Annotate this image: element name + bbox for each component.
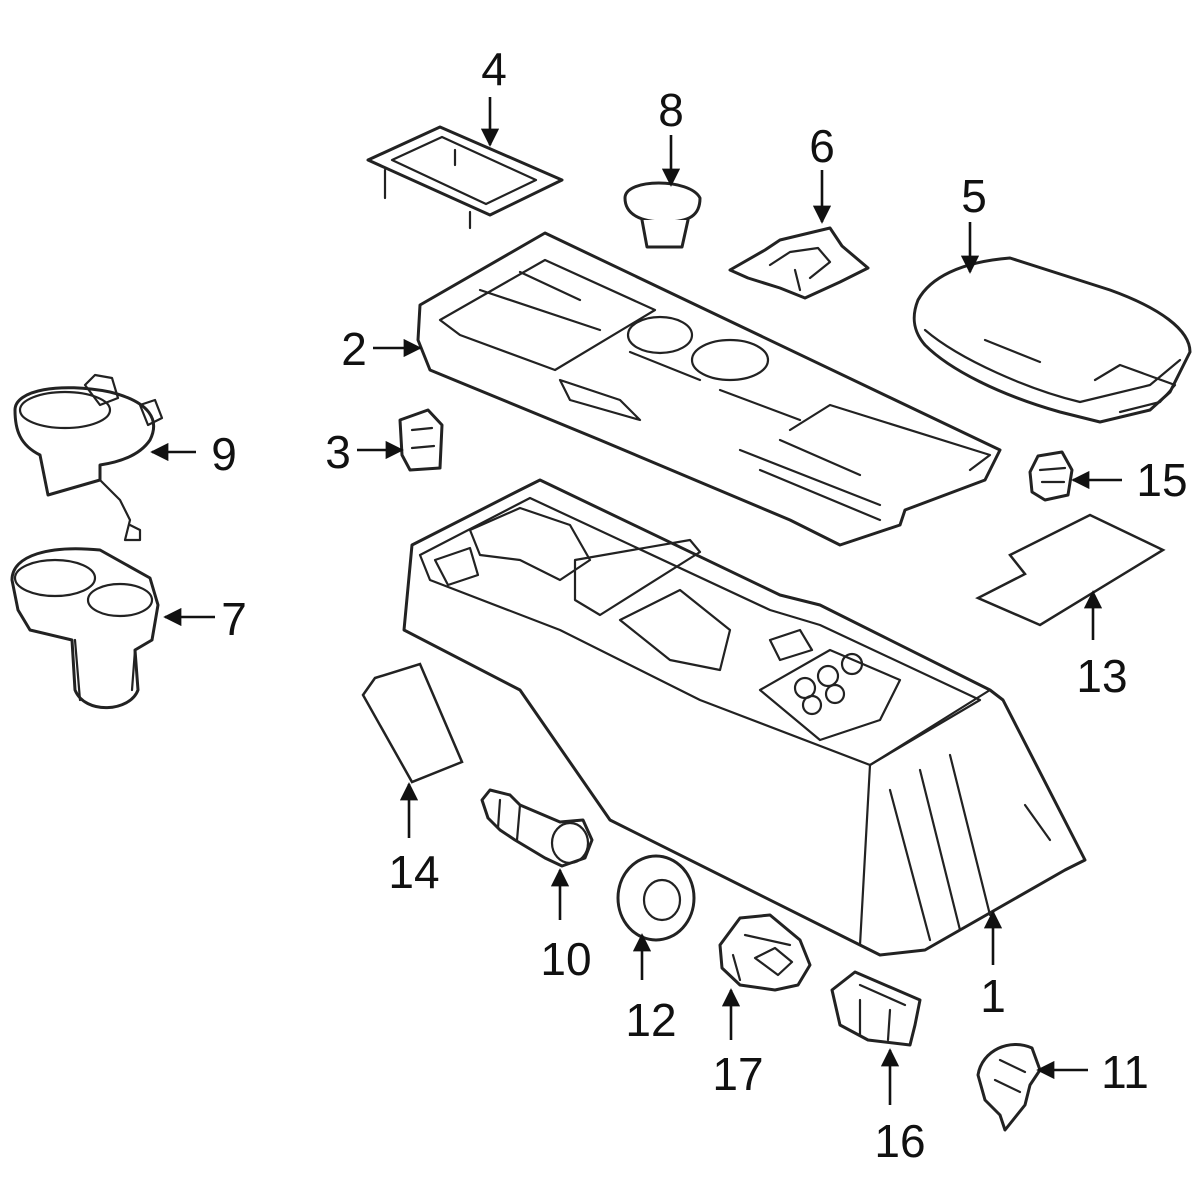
part-13-mat bbox=[975, 513, 1166, 627]
part-8-cap bbox=[623, 181, 702, 249]
part-5-armrest-lid bbox=[912, 256, 1192, 424]
part-14-pad bbox=[361, 662, 464, 784]
part-7-cup-holder-insert bbox=[10, 547, 160, 710]
part-16-switch bbox=[830, 970, 922, 1047]
part-2-upper-trim-panel bbox=[416, 231, 1002, 547]
callout-9: 9 bbox=[211, 428, 237, 480]
callout-10: 10 bbox=[540, 933, 591, 985]
part-4-bezel bbox=[366, 125, 564, 230]
part-3-clip bbox=[398, 408, 444, 472]
callout-14: 14 bbox=[388, 846, 439, 898]
callout-8: 8 bbox=[658, 84, 684, 136]
leader-lines bbox=[150, 97, 1122, 1105]
callout-11: 11 bbox=[1101, 1046, 1149, 1098]
part-12-ring bbox=[616, 854, 696, 942]
callout-4: 4 bbox=[481, 43, 507, 95]
callout-16: 16 bbox=[874, 1115, 925, 1167]
callout-17: 17 bbox=[712, 1048, 763, 1100]
callout-13: 13 bbox=[1076, 650, 1127, 702]
callout-15: 15 bbox=[1136, 454, 1187, 506]
part-6-bracket bbox=[728, 226, 870, 300]
part-1-console-body bbox=[402, 478, 1087, 957]
part-17-socket-housing bbox=[718, 913, 812, 992]
callout-3: 3 bbox=[325, 426, 351, 478]
part-9-cup-holder-upper bbox=[13, 373, 164, 542]
callout-7: 7 bbox=[221, 593, 247, 645]
part-10-power-outlet bbox=[480, 788, 594, 868]
callout-5: 5 bbox=[961, 170, 987, 222]
part-15-push-fastener bbox=[1028, 450, 1074, 502]
callout-labels: 1 2 3 4 5 6 7 8 9 10 11 12 13 14 15 16 1… bbox=[211, 43, 1187, 1167]
callout-12: 12 bbox=[625, 994, 676, 1046]
callout-2: 2 bbox=[341, 323, 367, 375]
callout-1: 1 bbox=[980, 970, 1006, 1022]
callout-6: 6 bbox=[809, 120, 835, 172]
part-11-clip bbox=[976, 1042, 1042, 1132]
